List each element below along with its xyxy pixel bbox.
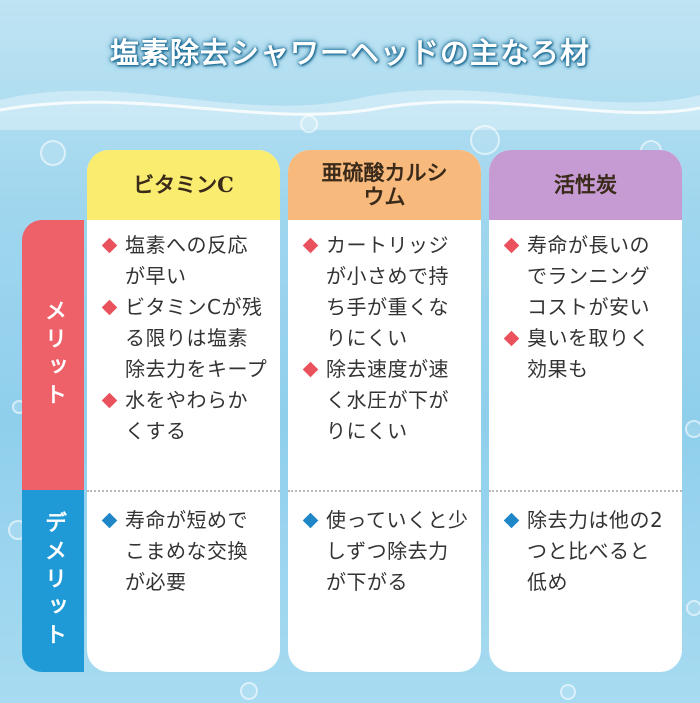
demerit-item: 除去力は他の2つと比べると低め	[503, 505, 670, 598]
column-title: 活性炭	[554, 171, 617, 197]
merit-item: 臭いを取りく効果も	[503, 323, 670, 385]
row-divider	[87, 490, 280, 492]
row-divider	[489, 490, 682, 492]
page-title: 塩素除去シャワーヘッドの主なろ材	[109, 36, 590, 70]
demerit-item: 使っていくと少しずつ除去力が下がる	[302, 505, 469, 598]
row-divider	[288, 490, 481, 492]
column-header-activated-carbon: 活性炭	[489, 150, 682, 220]
demerit-cell: 使っていくと少しずつ除去力が下がる	[288, 505, 481, 598]
demerit-item: 寿命が短めでこまめな交換が必要	[101, 505, 268, 598]
merit-item: 塩素への反応が早い	[101, 230, 268, 292]
merit-item: カートリッジが小さめで持ち手が重くなりにくい	[302, 230, 469, 354]
demerit-row-label: デメリット	[22, 490, 84, 672]
merit-row-label: メリット	[22, 220, 84, 490]
demerit-cell: 除去力は他の2つと比べると低め	[489, 505, 682, 598]
merit-cell: 塩素への反応が早い ビタミンCが残る限りは塩素除去力をキープ 水をやわらかくする	[87, 230, 280, 447]
wave-decoration	[0, 90, 700, 130]
column-vitamin-c: ビタミンC 塩素への反応が早い ビタミンCが残る限りは塩素除去力をキープ 水をや…	[87, 150, 280, 672]
merit-label: メリット	[41, 299, 66, 411]
column-title: 亜硫酸カルシウム	[321, 159, 448, 209]
merit-item: 水をやわらかくする	[101, 385, 268, 447]
column-header-vitamin-c: ビタミンC	[87, 150, 280, 220]
column-activated-carbon: 活性炭 寿命が長いのでランニングコストが安い 臭いを取りく効果も 除去力は他の2…	[489, 150, 682, 672]
merit-cell: カートリッジが小さめで持ち手が重くなりにくい 除去速度が速く水圧が下がりにくい	[288, 230, 481, 447]
column-calcium-sulfite: 亜硫酸カルシウム カートリッジが小さめで持ち手が重くなりにくい 除去速度が速く水…	[288, 150, 481, 672]
column-title: ビタミンC	[133, 171, 234, 197]
merit-item: 除去速度が速く水圧が下がりにくい	[302, 354, 469, 447]
merit-cell: 寿命が長いのでランニングコストが安い 臭いを取りく効果も	[489, 230, 682, 385]
demerit-label: デメリット	[41, 511, 66, 651]
column-header-calcium-sulfite: 亜硫酸カルシウム	[288, 150, 481, 220]
merit-item: 寿命が長いのでランニングコストが安い	[503, 230, 670, 323]
demerit-cell: 寿命が短めでこまめな交換が必要	[87, 505, 280, 598]
merit-item: ビタミンCが残る限りは塩素除去力をキープ	[101, 292, 268, 385]
